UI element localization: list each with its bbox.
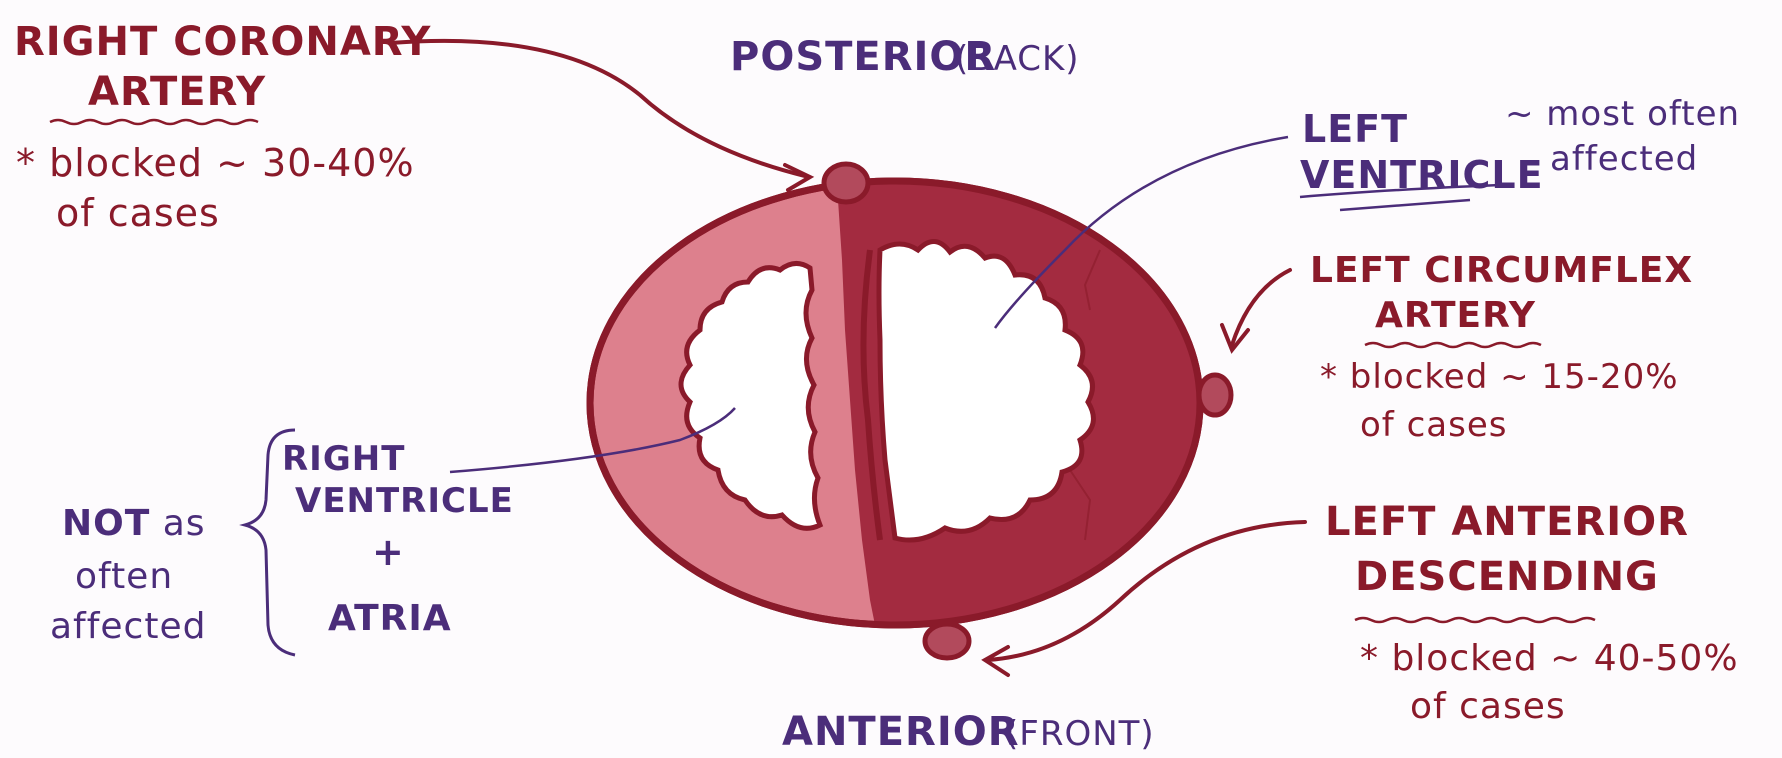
lad-name-line2: DESCENDING xyxy=(1355,554,1659,600)
rca-stat-line2: of cases xyxy=(56,191,220,235)
left-anterior-descending-marker xyxy=(925,624,969,658)
not-as-often-line3: affected xyxy=(50,606,206,647)
right-ventricle-line1: RIGHT xyxy=(282,439,405,479)
rca-name-line1: RIGHT CORONARY xyxy=(14,19,431,65)
right-coronary-artery-marker xyxy=(824,164,868,202)
lad-stat-line2: of cases xyxy=(1410,686,1566,727)
right-ventricle-line2: VENTRICLE xyxy=(295,481,514,521)
left-ventricle-note-line1: ~ most often xyxy=(1505,94,1740,134)
lcx-name-line1: LEFT CIRCUMFLEX xyxy=(1310,250,1693,291)
rca-name-line2: ARTERY xyxy=(88,69,266,115)
heart-cross-section xyxy=(590,160,1231,658)
rca-arrow-head xyxy=(785,165,810,190)
lcx-stat-line1: * blocked ~ 15-20% xyxy=(1320,357,1679,397)
lcx-name-line2: ARTERY xyxy=(1375,295,1536,336)
posterior-note: (BACK) xyxy=(955,39,1080,79)
left-ventricle-line1: LEFT xyxy=(1302,107,1408,151)
left-circumflex-artery-marker xyxy=(1199,375,1231,415)
lad-underline xyxy=(1355,618,1595,622)
lcx-arrow xyxy=(1232,270,1290,345)
rca-stat-line1: * blocked ~ 30-40% xyxy=(16,141,415,185)
rca-underline xyxy=(50,120,258,124)
as-text: as xyxy=(150,503,205,544)
not-as-often-line2: often xyxy=(75,556,173,597)
right-ventricle-line4: ATRIA xyxy=(328,598,452,639)
anterior-label: ANTERIOR xyxy=(782,709,1020,755)
lad-name-line1: LEFT ANTERIOR xyxy=(1325,499,1689,545)
left-ventricle-line2: VENTRICLE xyxy=(1300,153,1544,197)
right-ventricle-line3: + xyxy=(372,530,405,574)
lad-stat-line1: * blocked ~ 40-50% xyxy=(1360,638,1739,679)
left-ventricle-underline-2 xyxy=(1340,200,1470,210)
not-bold: NOT xyxy=(62,503,150,544)
lcx-stat-line2: of cases xyxy=(1360,405,1507,445)
left-ventricle-note-line2: affected xyxy=(1550,139,1698,179)
lcx-underline xyxy=(1365,343,1541,347)
anterior-note: (FRONT) xyxy=(1005,714,1155,754)
not-as-often-line1: NOT as xyxy=(62,503,206,544)
